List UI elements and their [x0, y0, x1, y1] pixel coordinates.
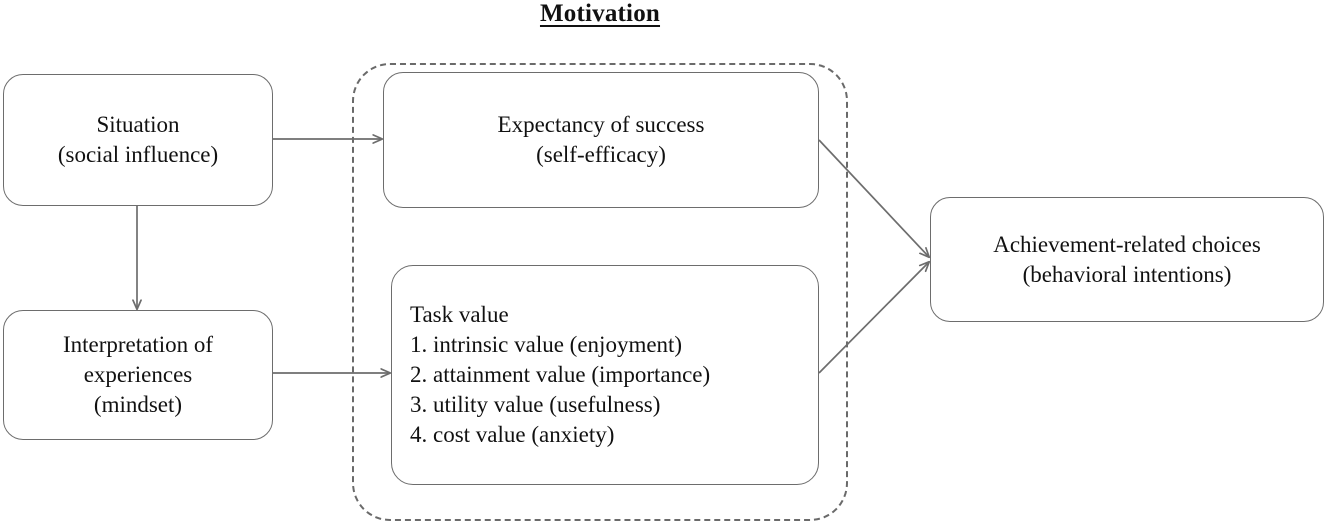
node-expectancy-line-2: (self-efficacy): [536, 142, 666, 167]
node-task-value-heading: Task value: [410, 302, 509, 328]
node-task-value-item-4: 4. cost value (anxiety): [410, 421, 615, 447]
node-situation-line-1: Situation: [96, 112, 180, 138]
node-interpretation-line-3: (mindset): [93, 391, 183, 417]
node-situation[interactable]: Situation (social influence): [3, 74, 273, 206]
node-expectancy-of-success[interactable]: Expectancy of success (self-efficacy): [383, 72, 819, 208]
node-interpretation-of-experiences[interactable]: Interpretation of experiences (mindset): [3, 310, 273, 440]
node-achievement-related-choices[interactable]: Achievement-related choices (behavioral …: [930, 197, 1324, 322]
node-task-value-item-1: 1. intrinsic value (enjoyment): [410, 332, 683, 358]
node-outcome-line-1: Achievement-related choices: [993, 231, 1261, 257]
node-interpretation-line-1: Interpretation of: [62, 332, 214, 358]
motivation-group-title: Motivation: [539, 0, 661, 27]
node-interpretation-line-2: experiences: [83, 362, 193, 388]
node-task-value[interactable]: Task value 1. intrinsic value (enjoyment…: [391, 265, 819, 485]
node-expectancy-line-1: Expectancy of success: [497, 112, 705, 138]
node-task-value-item-2: 2. attainment value (importance): [410, 362, 711, 388]
node-outcome-line-2: (behavioral intentions): [1022, 261, 1232, 287]
node-situation-line-2: (social influence): [57, 142, 219, 167]
node-task-value-item-3: 3. utility value (usefulness): [410, 391, 661, 417]
